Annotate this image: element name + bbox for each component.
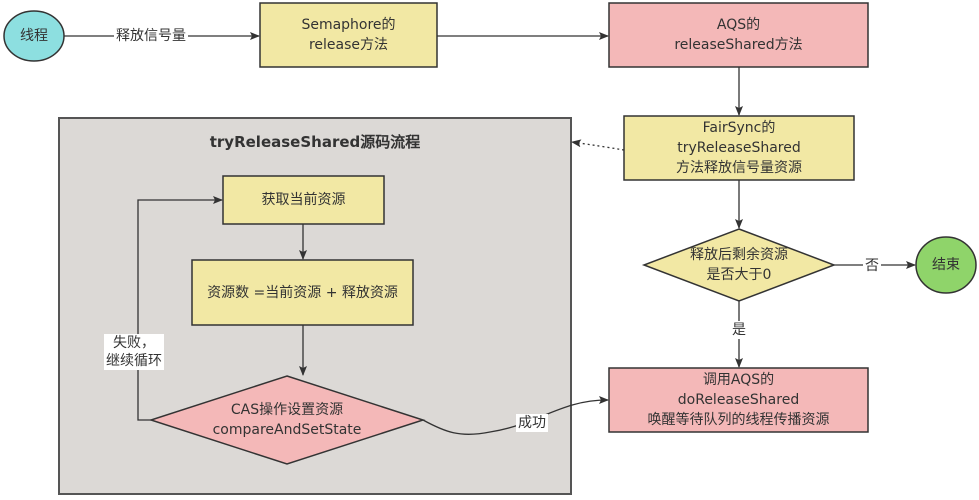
cas-node: CAS操作设置资源 compareAndSetState [212, 402, 362, 438]
edge-label-success: 成功 [516, 414, 548, 432]
edge-label-no: 否 [863, 257, 881, 275]
do-release-shared-node: 调用AQS的 doReleaseShared 唤醒等待队列的线程传播资源 [647, 372, 830, 428]
edge-cas-success [422, 396, 609, 435]
do-release-shared-shape [608, 367, 869, 433]
fairsync-try-release-node: FairSync的 tryReleaseShared 方法释放信号量资源 [676, 120, 802, 176]
semaphore-release-node: Semaphore的 release方法 [301, 17, 396, 53]
get-current-node: 获取当前资源 [261, 192, 346, 208]
aqs-release-shared-shape [608, 2, 869, 68]
edge-label-fail-loop: 失败， 继续循环 [104, 334, 164, 370]
thread-node: 线程 [20, 28, 48, 44]
edge-label-yes: 是 [730, 321, 748, 339]
semaphore-release-shape [259, 2, 438, 68]
aqs-release-shared-node: AQS的 releaseShared方法 [674, 17, 803, 53]
cas-diamond-shape [148, 375, 426, 465]
edge-cas-fail-loop [137, 196, 223, 421]
edge-fairsync-to-group-dotted [571, 139, 625, 151]
edge-label-release-signal: 释放信号量 [114, 27, 188, 45]
group-title: tryReleaseShared源码流程 [209, 133, 421, 151]
compute-node: 资源数 =当前资源 + 释放资源 [207, 284, 398, 301]
remaining-check-node: 释放后剩余资源 是否大于0 [690, 247, 788, 283]
end-node: 结束 [932, 257, 960, 273]
end-node-shape [915, 236, 977, 294]
